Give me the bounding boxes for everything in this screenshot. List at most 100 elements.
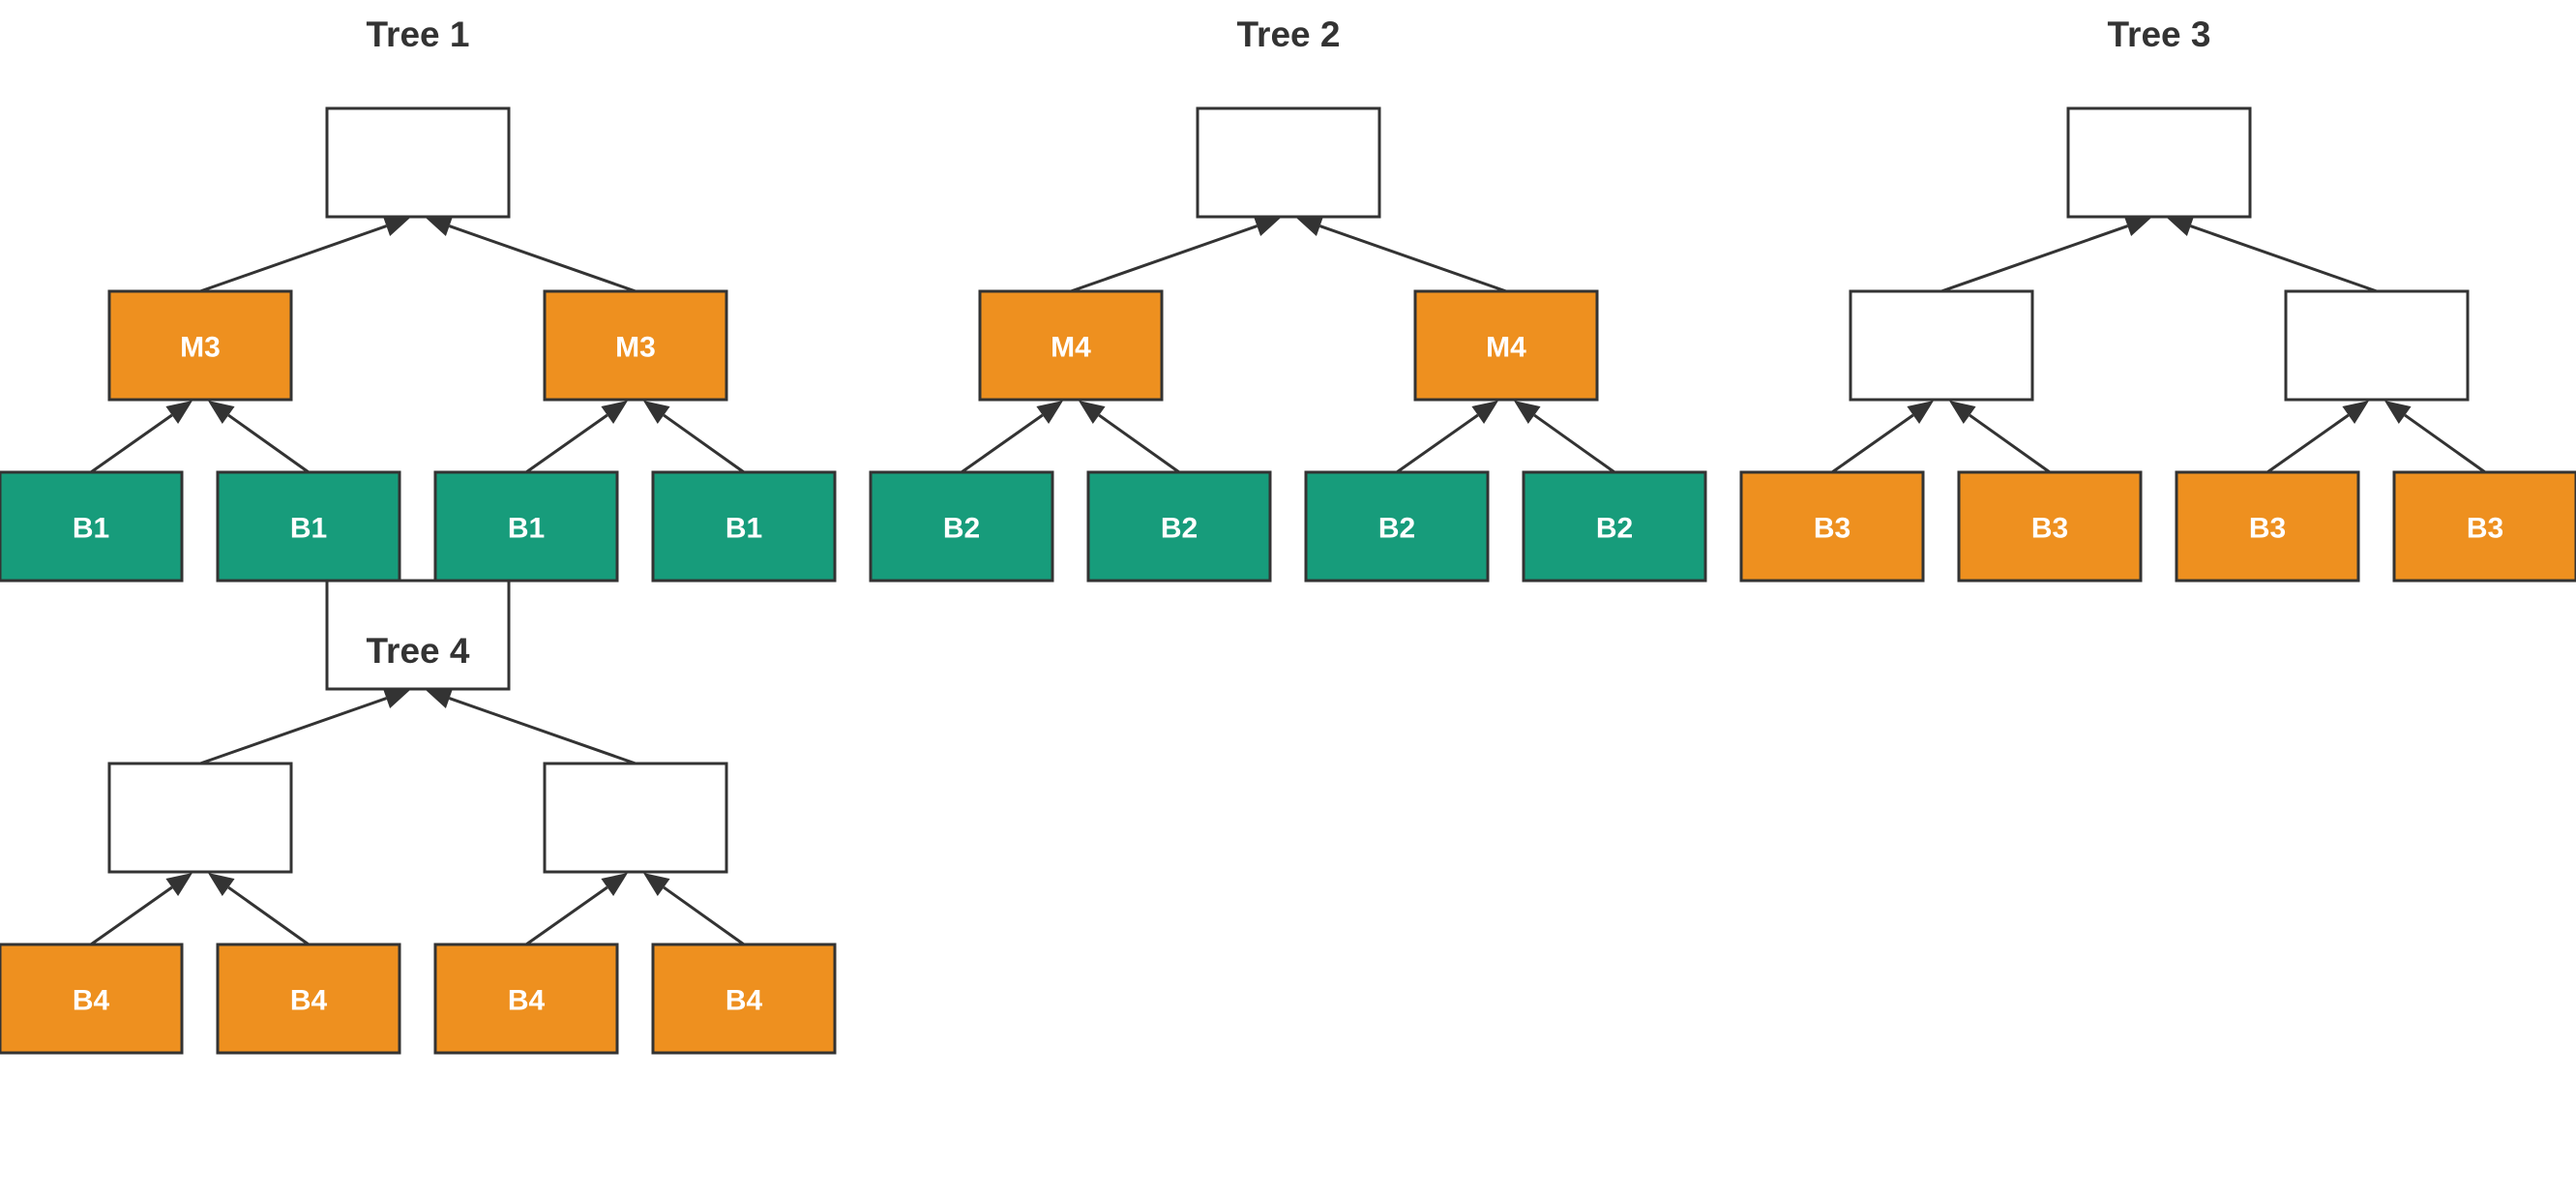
- tree-3-mid-node-1[interactable]: [1849, 289, 2034, 402]
- tree-1-leaf-node-4[interactable]: B1: [651, 470, 837, 583]
- tree-edge-arrowhead: [643, 873, 670, 897]
- tree-edge: [90, 401, 192, 474]
- tree-edge: [1079, 401, 1180, 474]
- tree-4-title: Tree 4: [367, 631, 470, 671]
- tree-edge-line: [2190, 225, 2378, 293]
- tree-edge: [199, 216, 410, 293]
- tree-2-leaf-node-1-box[interactable]: [869, 470, 1054, 583]
- tree-2-leaf-node-1[interactable]: B2: [869, 470, 1054, 583]
- tree-1-mid-node-2[interactable]: M3: [543, 289, 728, 402]
- tree-edge-line: [1070, 225, 1258, 293]
- tree-3-leaf-node-2[interactable]: B3: [1957, 470, 2143, 583]
- tree-3-leaf-node-3-box[interactable]: [2175, 470, 2360, 583]
- tree-edge-line: [1969, 413, 2051, 474]
- tree-edge: [2266, 401, 2369, 474]
- tree-4-leaf-node-1-label: B4: [73, 985, 110, 1017]
- tree-3-mid-node-2-box[interactable]: [2284, 289, 2470, 402]
- tree-4-leaf-node-1-box[interactable]: [0, 943, 184, 1055]
- tree-3-leaf-node-1[interactable]: B3: [1739, 470, 1925, 583]
- tree-2-mid-node-1[interactable]: M4: [978, 289, 1164, 402]
- tree-2-leaf-node-1-label: B2: [943, 513, 980, 545]
- tree-edge: [1940, 216, 2151, 293]
- tree-1-mid-node-2-box[interactable]: [543, 289, 728, 402]
- tree-2-leaf-node-2-box[interactable]: [1086, 470, 1272, 583]
- tree-1-mid-node-1-box[interactable]: [107, 289, 293, 402]
- tree-4-leaf-node-3[interactable]: B4: [433, 943, 619, 1055]
- tree-2-mid-node-1-box[interactable]: [978, 289, 1164, 402]
- tree-2-leaf-node-3-box[interactable]: [1304, 470, 1490, 583]
- tree-4-leaf-node-4-box[interactable]: [651, 943, 837, 1055]
- tree-1-leaf-node-1-label: B1: [73, 513, 109, 545]
- tree-3-leaf-node-4-box[interactable]: [2392, 470, 2576, 583]
- tree-edge-line: [1831, 413, 1914, 474]
- tree-edge: [525, 873, 628, 946]
- tree-4-root-node[interactable]: [325, 579, 511, 691]
- tree-3-leaf-node-2-box[interactable]: [1957, 470, 2143, 583]
- tree-3-root-node[interactable]: [2066, 106, 2252, 219]
- tree-edge-line: [1940, 225, 2128, 293]
- tree-3-leaf-node-3[interactable]: B3: [2175, 470, 2360, 583]
- tree-1-leaf-node-1-box[interactable]: [0, 470, 184, 583]
- tree-2-leaf-node-4[interactable]: B2: [1522, 470, 1707, 583]
- tree-2-title: Tree 2: [1237, 15, 1341, 54]
- tree-3-leaf-node-3-label: B3: [2249, 513, 2286, 545]
- tree-4-leaf-node-1[interactable]: B4: [0, 943, 184, 1055]
- tree-1-leaf-node-4-box[interactable]: [651, 470, 837, 583]
- tree-edge: [426, 688, 637, 765]
- tree-4-leaf-node-2[interactable]: B4: [216, 943, 401, 1055]
- tree-edge-line: [961, 413, 1044, 474]
- tree-2-root-node[interactable]: [1196, 106, 1381, 219]
- tree-edge-line: [199, 225, 387, 293]
- tree-4-root-node-box[interactable]: [325, 579, 511, 691]
- tree-edge: [1296, 216, 1507, 293]
- tree-2-mid-node-2-label: M4: [1486, 332, 1526, 364]
- tree-edge-line: [227, 885, 310, 946]
- tree-1-leaf-node-2[interactable]: B1: [216, 470, 401, 583]
- tree-3-mid-node-2[interactable]: [2284, 289, 2470, 402]
- tree-edge: [199, 688, 410, 765]
- tree-4-mid-node-1[interactable]: [107, 762, 293, 874]
- tree-edge-line: [1396, 413, 1479, 474]
- tree-2-leaf-node-3[interactable]: B2: [1304, 470, 1490, 583]
- tree-2-mid-node-2-box[interactable]: [1413, 289, 1599, 402]
- tree-4-mid-node-2-box[interactable]: [543, 762, 728, 874]
- tree-4-leaf-node-3-box[interactable]: [433, 943, 619, 1055]
- tree-edge-line: [199, 697, 387, 765]
- tree-4-leaf-node-2-box[interactable]: [216, 943, 401, 1055]
- tree-4-mid-node-2[interactable]: [543, 762, 728, 874]
- tree-1-leaf-node-2-box[interactable]: [216, 470, 401, 583]
- tree-edge-line: [1533, 413, 1615, 474]
- tree-edge: [1949, 401, 2051, 474]
- tree-edge: [2167, 216, 2378, 293]
- tree-edge-line: [663, 413, 745, 474]
- tree-4-leaf-node-4-label: B4: [725, 985, 763, 1017]
- tree-edge-arrowhead: [1514, 401, 1541, 425]
- tree-2-leaf-node-3-label: B2: [1378, 513, 1415, 545]
- tree-2-leaf-node-2[interactable]: B2: [1086, 470, 1272, 583]
- tree-edge-line: [90, 885, 173, 946]
- tree-3-leaf-node-1-box[interactable]: [1739, 470, 1925, 583]
- tree-edge-arrowhead: [426, 688, 454, 708]
- tree-4-mid-node-1-box[interactable]: [107, 762, 293, 874]
- tree-2-root-node-box[interactable]: [1196, 106, 1381, 219]
- tree-1-leaf-node-3[interactable]: B1: [433, 470, 619, 583]
- tree-1-mid-node-1[interactable]: M3: [107, 289, 293, 402]
- tree-1-leaf-node-1[interactable]: B1: [0, 470, 184, 583]
- tree-edge-arrowhead: [208, 873, 235, 897]
- tree-4-leaf-node-4[interactable]: B4: [651, 943, 837, 1055]
- tree-1-mid-node-2-label: M3: [615, 332, 656, 364]
- tree-3-mid-node-1-box[interactable]: [1849, 289, 2034, 402]
- tree-edge: [1396, 401, 1498, 474]
- tree-edge-arrowhead: [601, 873, 628, 896]
- tree-3-leaf-node-4[interactable]: B3: [2392, 470, 2576, 583]
- tree-1-root-node[interactable]: [325, 106, 511, 219]
- tree-2-mid-node-2[interactable]: M4: [1413, 289, 1599, 402]
- tree-3-root-node-box[interactable]: [2066, 106, 2252, 219]
- tree-2-leaf-node-4-box[interactable]: [1522, 470, 1707, 583]
- tree-edge-arrowhead: [1949, 401, 1976, 425]
- tree-1-leaf-node-3-box[interactable]: [433, 470, 619, 583]
- tree-1-root-node-box[interactable]: [325, 106, 511, 219]
